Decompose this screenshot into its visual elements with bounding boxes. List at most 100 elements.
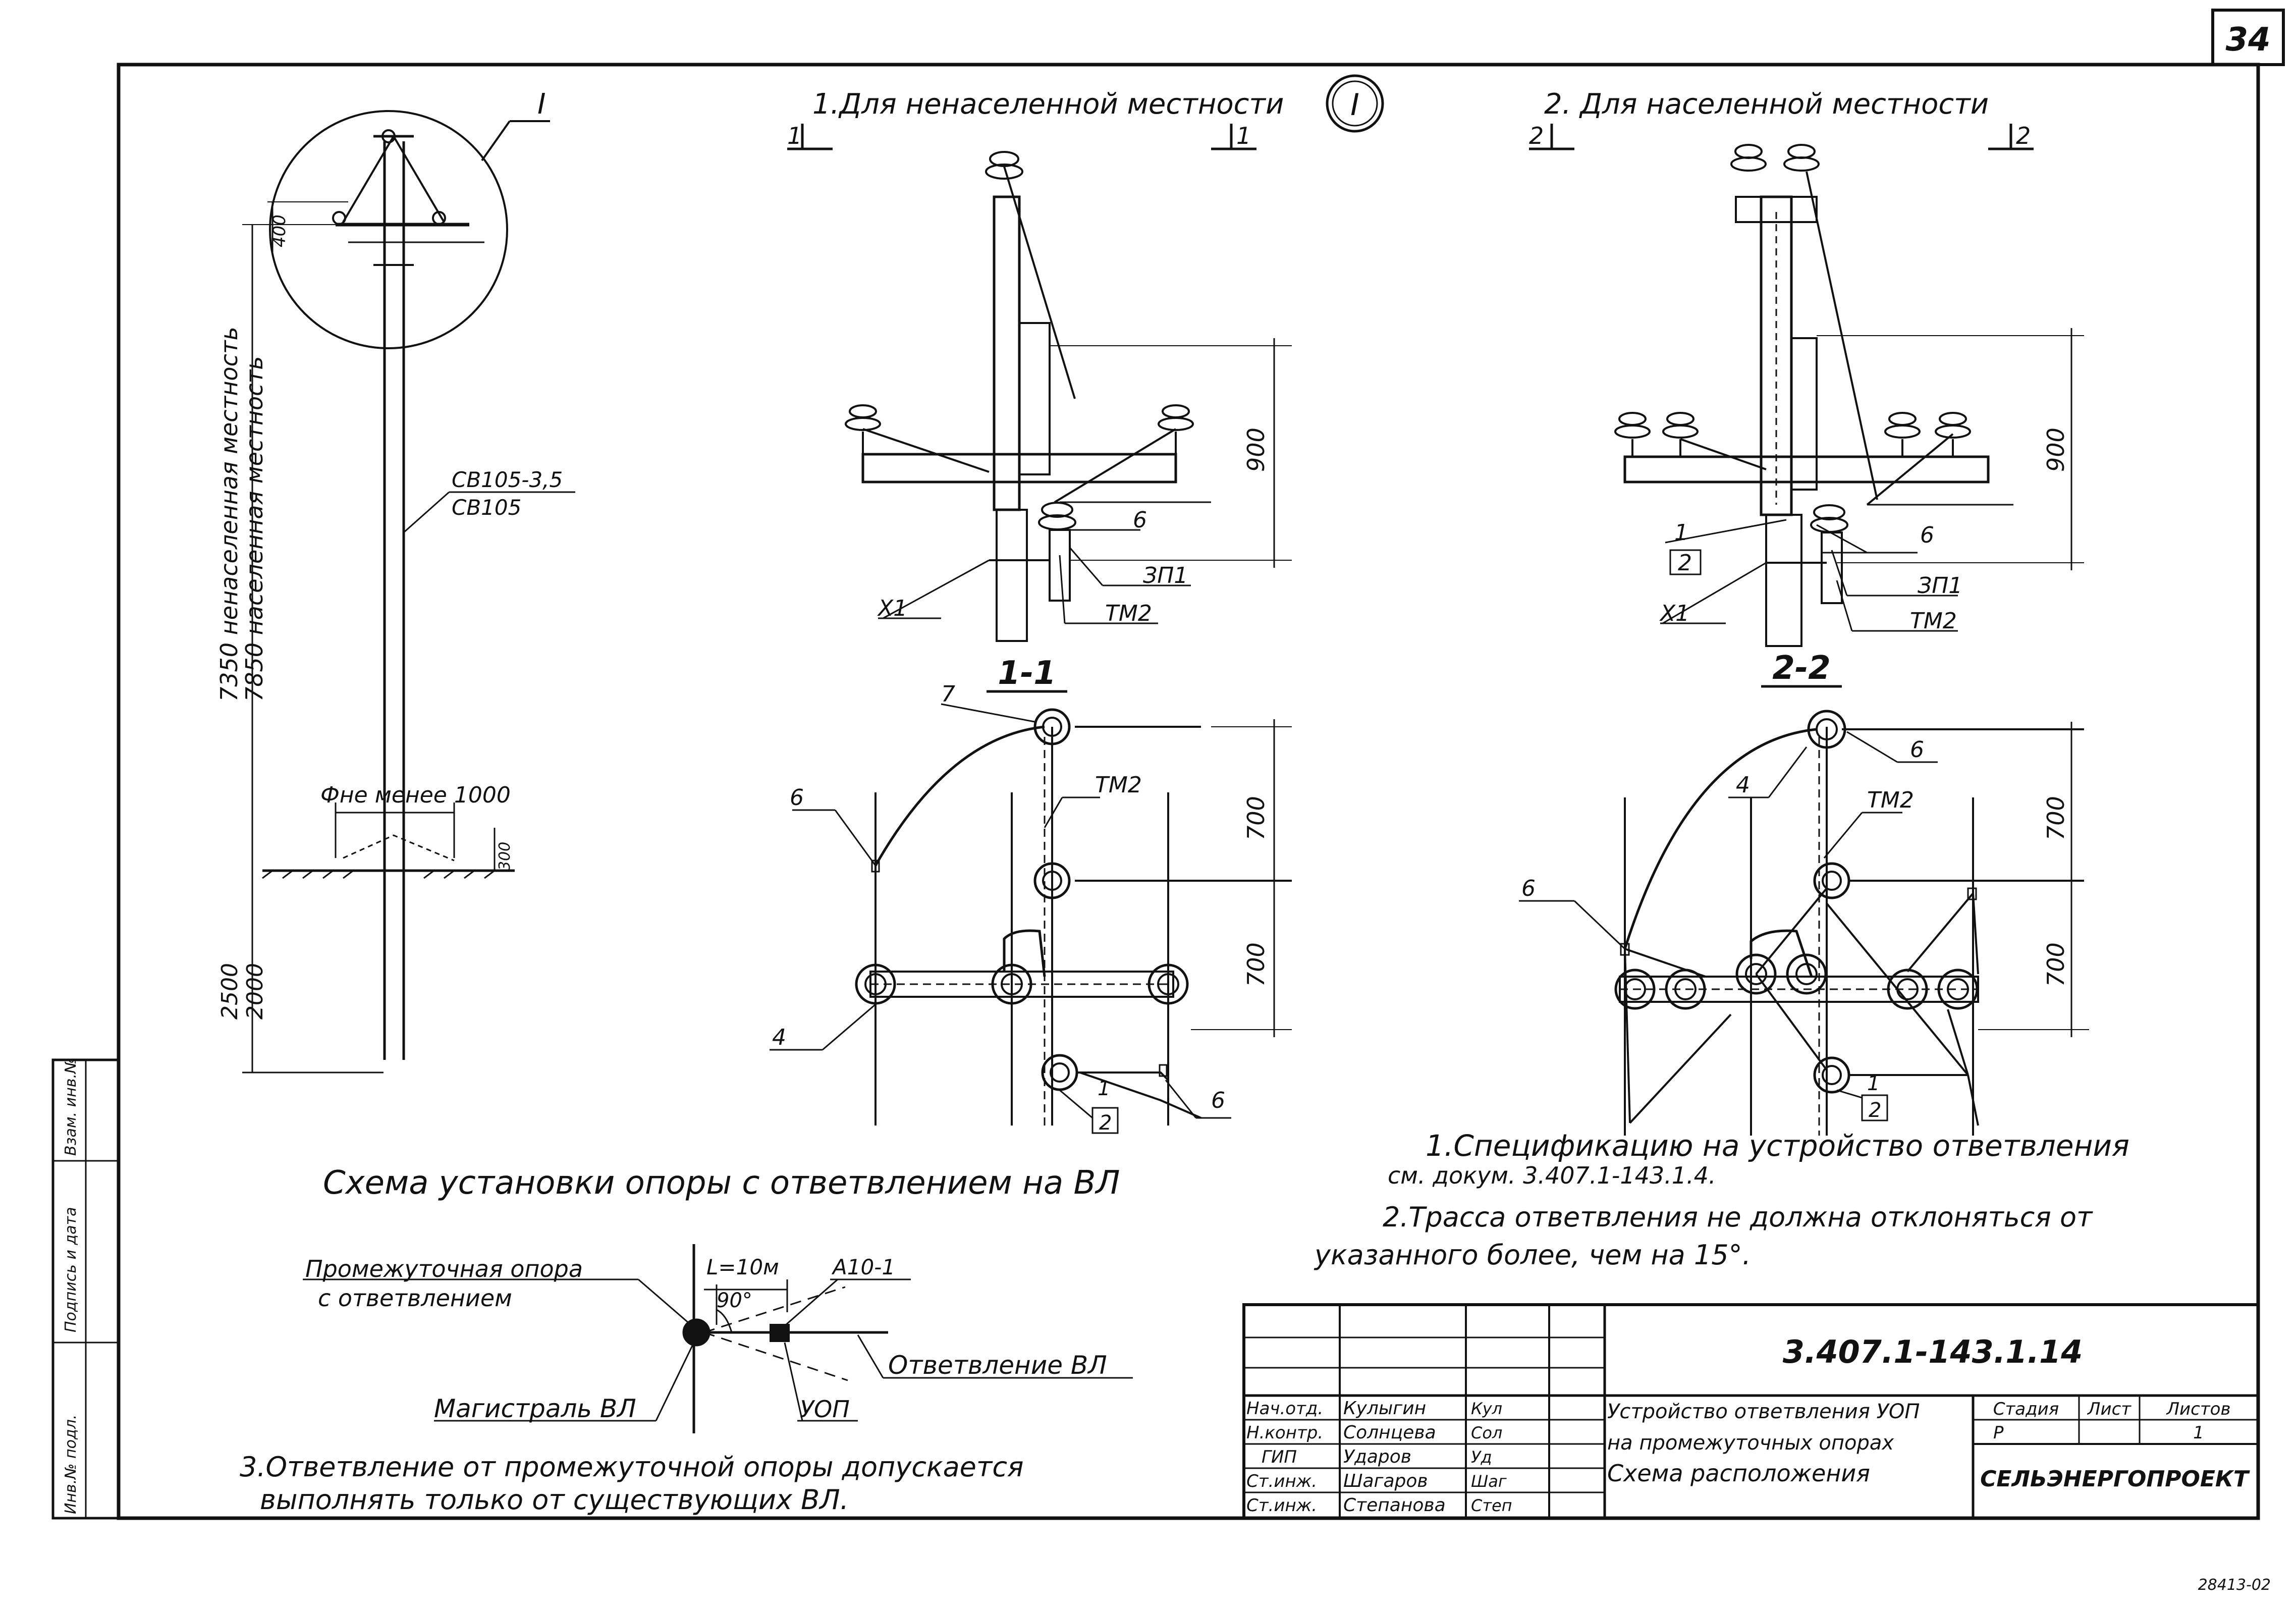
side-stamp [51,1058,120,1520]
row-name: Шагаров [1343,1471,1428,1491]
row-name: Степанова [1343,1495,1446,1516]
view1-label-6: 6 [1133,507,1147,533]
schema-length: L=10м [706,1255,779,1279]
plan2 [1519,710,2089,1136]
pole-type-2: СВ105 [452,495,521,520]
stamp-code: 28413-02 [2198,1576,2271,1594]
pole-dim-small: 300 [496,842,514,871]
plan2-label-1: 1 [1867,1072,1880,1095]
plan2-label-6b: 6 [1521,876,1536,901]
pole-dim-height-2: 7850 населенная местность [241,356,268,702]
title-org: СЕЛЬЭНЕРГОПРОЕКТ [1980,1466,2250,1492]
plan1-label-7: 7 [941,681,955,707]
view2-label-6: 6 [1920,522,1934,548]
schema-diagram [303,1244,1133,1433]
section1-mark-circle [1326,74,1384,133]
pole-detail-mark: I [537,88,546,121]
row-name: Кулыгин [1343,1398,1426,1419]
note-3a: 3.Ответвление от промежуточной опоры доп… [240,1451,1024,1483]
section2-cut-left: 2 [1529,122,1544,149]
section1-circle-mark: I [1350,87,1359,123]
section1-cut-right: 1 [1236,122,1251,149]
plan2-label-6a: 6 [1910,737,1924,763]
view2-label-zp1: ЗП1 [1918,573,1962,599]
sheet-frame [117,9,2285,1520]
plan2-label-4: 4 [1736,772,1750,798]
plan1-label-6a: 6 [790,785,804,811]
row-signature: Степ [1471,1496,1512,1515]
view1-dim: 900 [1242,427,1270,472]
row-role: ГИП [1262,1447,1297,1467]
plan2-title: 2-2 [1772,650,1831,687]
plan1-title: 1-1 [998,655,1056,692]
title-block [1242,1303,2260,1520]
title-rows: Нач.отд. Кулыгин Кул Н.контр. Солнцева С… [1246,1398,1512,1516]
schema-pole-label-1: Промежуточная опора [305,1255,583,1282]
plan1-dim-a: 700 [1242,796,1270,840]
plan1-label-4: 4 [772,1025,786,1050]
row-role: Ст.инж. [1246,1495,1317,1516]
note-1b: см. докум. 3.407.1-143.1.4. [1388,1162,1716,1189]
section1-title: 1.Для ненаселенной местности [812,88,1284,121]
row-signature: Сол [1471,1423,1502,1442]
title-sheet-header: Лист [2087,1399,2131,1419]
plan2-label-tm2: ТМ2 [1867,787,1914,813]
side-stamp-replace: Взам. инв.№ [62,1058,80,1156]
row-role: Ст.инж. [1246,1471,1317,1491]
plan1-label-1: 1 [1098,1077,1110,1100]
schema-title: Схема установки опоры с ответвлением на … [323,1164,1120,1202]
title-stage-header: Стадия [1993,1399,2059,1419]
pole-elevation [242,110,575,1074]
section1-mark-circle-inner [1332,80,1378,127]
section1-cut-left: 1 [787,122,802,149]
note-2a: 2.Трасса ответвления не должна отклонять… [1383,1201,2093,1233]
row-signature: Кул [1471,1399,1502,1418]
sheet-number: 34 [2225,21,2270,59]
schema-main: Магистраль ВЛ [434,1394,636,1423]
section1-cut-marks [787,124,1256,150]
row-role: Н.контр. [1246,1423,1323,1443]
view2-label-2: 2 [1678,550,1692,576]
row-role: Нач.отд. [1246,1399,1323,1419]
title-sheets: 1 [2193,1423,2204,1443]
title-desc-3: Схема расположения [1607,1460,1870,1487]
plan2-dim-b: 700 [2042,942,2069,987]
row-signature: Уд [1471,1448,1492,1467]
title-code: 3.407.1-143.1.14 [1783,1333,2083,1370]
view2-dim: 900 [2042,427,2069,472]
plan1 [770,703,1292,1134]
side-stamp-sign: Подпись и дата [62,1207,80,1333]
view2-elevation [1614,144,2084,647]
pole-dim-depth-2: 2000 [242,963,268,1020]
plan1-dim-b: 700 [1242,942,1270,987]
schema-uop: УОП [800,1396,850,1423]
title-stage: Р [1993,1423,2004,1443]
section2-title: 2. Для населенной местности [1544,88,1989,121]
pole-dim-depth-1: 2500 [217,963,243,1020]
section2-cut-right: 2 [2016,122,2031,149]
title-desc-2: на промежуточных опорах [1607,1431,1894,1455]
row-name: Ударов [1343,1446,1411,1467]
side-stamp-inv: Инв.№ подл. [62,1415,80,1514]
plan2-label-2: 2 [1869,1099,1881,1122]
title-desc-1: Устройство ответвления УОП [1607,1400,1920,1423]
view2-label-1: 1 [1674,520,1688,546]
title-sheets-header: Листов [2165,1399,2230,1419]
schema-angle: 90° [717,1289,752,1312]
plan1-label-2: 2 [1099,1111,1112,1135]
row-name: Солнцева [1343,1422,1436,1443]
row-signature: Шаг [1471,1472,1507,1491]
note-2b: указанного более, чем на 15°. [1314,1239,1751,1271]
plan1-label-6b: 6 [1211,1088,1225,1113]
view1-elevation [845,151,1292,642]
section2-cut-marks [1529,124,2034,150]
note-1a: 1.Спецификацию на устройство ответвления [1426,1129,2129,1163]
schema-branch: Ответвление ВЛ [888,1351,1107,1380]
view1-label-zp1: ЗП1 [1143,563,1188,588]
view1-label-x1: Х1 [877,596,907,621]
pole-dim-height-1: 7350 ненаселенная местность [215,327,243,702]
schema-mark: А10-1 [831,1255,895,1279]
pole-type-1: СВ105-3,5 [452,467,563,492]
